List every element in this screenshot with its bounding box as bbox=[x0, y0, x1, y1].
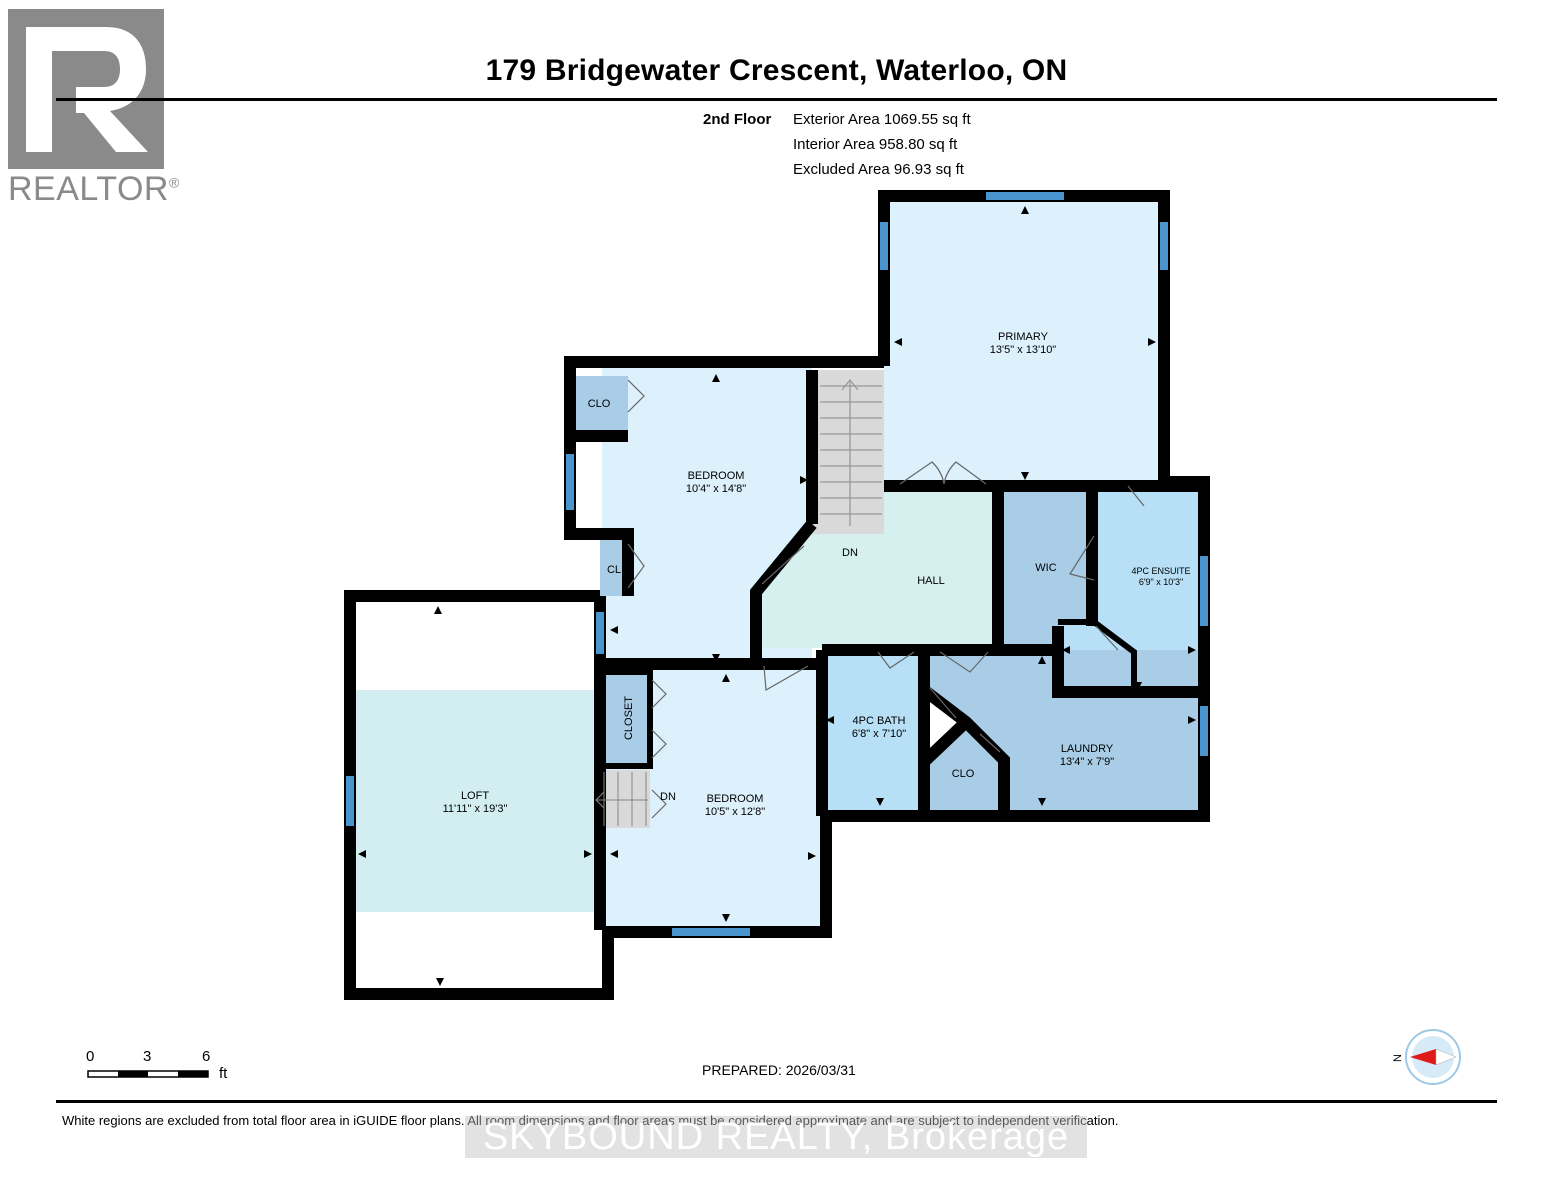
room-laundry-dims: 13'4" x 7'9" bbox=[1060, 756, 1114, 768]
realtor-wordmark: REALTOR® bbox=[8, 170, 180, 209]
door-swings bbox=[627, 379, 1145, 819]
realtor-wordmark-text: REALTOR bbox=[8, 170, 169, 208]
scale-tick-6: 6 bbox=[202, 1048, 211, 1065]
exterior-area: Exterior Area 1069.55 sq ft bbox=[793, 111, 971, 128]
prepared-date: PREPARED: 2026/03/31 bbox=[702, 1062, 856, 1078]
stairs-loft-label: DN bbox=[660, 791, 676, 803]
footer-disclaimer: White regions are excluded from total fl… bbox=[62, 1113, 1119, 1128]
dimension-arrows bbox=[358, 206, 1196, 986]
compass-north-label: N bbox=[1392, 1054, 1404, 1062]
scale-bar bbox=[87, 1070, 209, 1078]
room-bedroom-2-dims: 10'5" x 12'8" bbox=[705, 806, 765, 818]
room-bedroom-1-dims: 10'4" x 14'8" bbox=[686, 483, 746, 495]
room-cl-name: CL bbox=[607, 564, 621, 576]
primary-fill bbox=[884, 198, 1164, 486]
room-loft-dims: 11'11" x 19'3" bbox=[443, 803, 508, 815]
stair-treads bbox=[595, 379, 882, 826]
room-clo-2-name: CLO bbox=[952, 768, 975, 780]
loft-fill bbox=[354, 690, 598, 912]
scale-tick-0: 0 bbox=[86, 1048, 95, 1065]
room-bath-name: 4PC BATH bbox=[853, 715, 906, 727]
page-title: 179 Bridgewater Crescent, Waterloo, ON bbox=[485, 54, 1068, 87]
closet-walls bbox=[606, 619, 1137, 769]
interior-area: Interior Area 958.80 sq ft bbox=[793, 136, 958, 153]
scale-unit: ft bbox=[219, 1065, 228, 1082]
room-primary-dims: 13'5" x 13'10" bbox=[990, 344, 1057, 356]
room-hall-name: HALL bbox=[917, 575, 945, 587]
room-ensuite-name: 4PC ENSUITE bbox=[1131, 566, 1190, 576]
footer-divider bbox=[56, 1100, 1497, 1103]
room-laundry-name: LAUNDRY bbox=[1061, 743, 1114, 755]
walls bbox=[344, 190, 1210, 1000]
room-bedroom-1-name: BEDROOM bbox=[688, 470, 745, 482]
closet-fill bbox=[606, 672, 650, 766]
excluded-area: Excluded Area 96.93 sq ft bbox=[793, 161, 964, 178]
realtor-logo bbox=[8, 9, 164, 169]
brokerage-watermark: SKYBOUND REALTY, Brokerage bbox=[465, 1116, 1087, 1158]
registered-mark: ® bbox=[168, 174, 180, 191]
room-bath-dims: 6'8" x 7'10" bbox=[852, 728, 906, 740]
windows bbox=[346, 192, 1208, 936]
room-closet-name: CLOSET bbox=[623, 696, 635, 740]
stairs-main-fill bbox=[812, 370, 884, 534]
room-loft-name: LOFT bbox=[461, 790, 489, 802]
room-clo-1-name: CLO bbox=[588, 398, 611, 410]
room-bedroom-2-name: BEDROOM bbox=[707, 793, 764, 805]
title-divider bbox=[56, 98, 1497, 101]
room-ensuite-dims: 6'9" x 10'3" bbox=[1139, 577, 1183, 587]
floor-label: 2nd Floor bbox=[703, 111, 772, 128]
scale-tick-3: 3 bbox=[143, 1048, 152, 1065]
ensuite-fill bbox=[1058, 486, 1200, 692]
stairs-main-label: DN bbox=[842, 547, 858, 559]
clo-1-fill bbox=[570, 376, 628, 432]
room-primary-name: PRIMARY bbox=[998, 331, 1049, 343]
room-labels: PRIMARY 13'5" x 13'10" BEDROOM 10'4" x 1… bbox=[443, 331, 1191, 818]
bath-fill bbox=[820, 650, 922, 810]
room-wic-name: WIC bbox=[1035, 562, 1056, 574]
compass-icon: N bbox=[1392, 1029, 1461, 1085]
